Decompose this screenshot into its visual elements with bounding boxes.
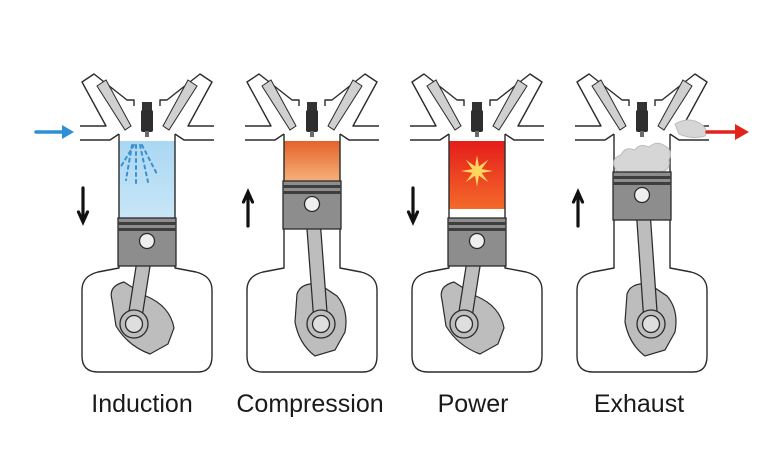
spark-plug-tip (310, 131, 314, 137)
crankshaft-pin (454, 314, 474, 334)
engine-block (576, 134, 708, 373)
spark-plug-tip (475, 131, 479, 137)
engine-induction (34, 73, 214, 373)
crankshaft-pin (641, 314, 661, 334)
intake-valve (426, 79, 462, 131)
piston-ring (613, 176, 671, 179)
piston-up-arrow (241, 188, 255, 228)
engine-block (411, 134, 543, 373)
spark-plug-top (307, 102, 317, 111)
ignition-spark (461, 155, 493, 187)
exhaust-valve (492, 79, 528, 131)
spark-plug-tip (640, 131, 644, 137)
exhaust-valve (162, 79, 198, 131)
cylinder-head (575, 73, 709, 141)
cylinder-head (410, 73, 544, 141)
spark-plug-body (636, 110, 648, 132)
label-compression: Compression (236, 390, 384, 418)
engine-compression (241, 73, 379, 373)
label-exhaust: Exhaust (593, 390, 685, 418)
cylinder-head (245, 73, 379, 141)
piston-ring (283, 191, 341, 194)
piston-down-arrow (406, 186, 420, 226)
fuel-spray (119, 144, 159, 185)
engine-power (406, 73, 544, 373)
wrist-pin (138, 232, 156, 250)
crankshaft-pin (124, 314, 144, 334)
piston-ring (118, 228, 176, 231)
spark-plug-body (306, 110, 318, 132)
piston-up-arrow (571, 188, 585, 228)
label-induction: Induction (91, 390, 193, 418)
engine-block (246, 134, 378, 373)
intake-valve (96, 79, 132, 131)
engine-exhaust (571, 73, 749, 373)
piston-ring (118, 222, 176, 225)
piston-down-arrow (76, 186, 90, 226)
crankshaft-pin (311, 314, 331, 334)
spark-plug-top (472, 102, 482, 111)
compressed-mixture (284, 141, 340, 181)
spark-plug-tip (145, 131, 149, 137)
spark-plug-body (471, 110, 483, 132)
engine-block (81, 134, 213, 373)
wrist-pin (303, 195, 321, 213)
exhaust-valve (327, 79, 363, 131)
exhaust-smoke (613, 142, 671, 173)
exhaust-valve (657, 79, 693, 131)
spark-plug-top (637, 102, 647, 111)
piston-ring (448, 222, 506, 225)
piston-ring (448, 228, 506, 231)
wrist-pin (633, 186, 651, 204)
spark-plug-body (141, 110, 153, 132)
piston-ring (283, 185, 341, 188)
spark-plug-top (142, 102, 152, 111)
intake-valve (261, 79, 297, 131)
wrist-pin (468, 232, 486, 250)
intake-arrow-head (62, 125, 74, 139)
exhaust-smoke-outlet (674, 119, 707, 139)
exhaust-arrow-head (735, 124, 749, 140)
label-power: Power (437, 390, 509, 418)
intake-valve (591, 79, 627, 131)
cylinder-head (80, 73, 214, 141)
piston-ring (613, 182, 671, 185)
